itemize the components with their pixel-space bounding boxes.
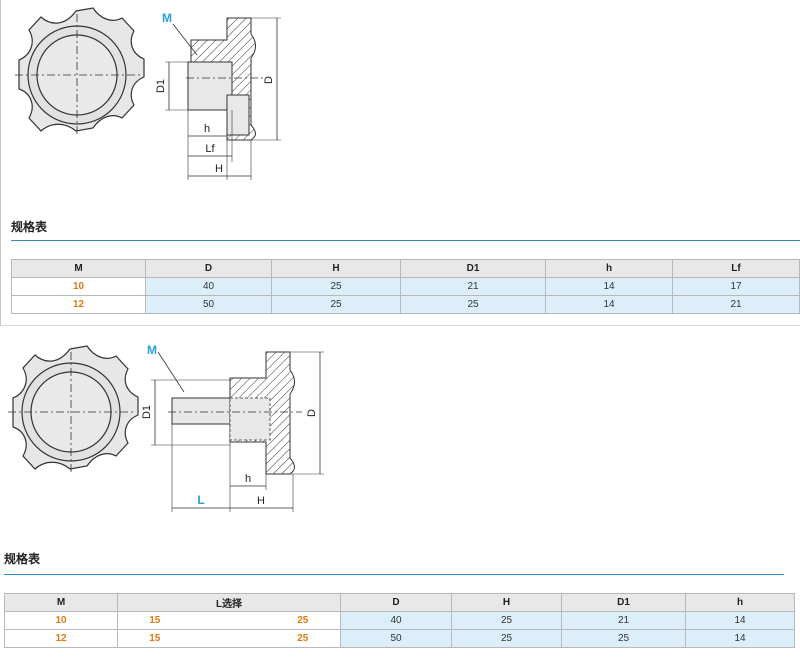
label-m: M <box>147 343 157 357</box>
table-header-row: M D H D1 h Lf <box>11 259 800 278</box>
cell-small-h: 14 <box>545 295 673 314</box>
table-row: 10 40 25 21 14 17 <box>11 277 800 296</box>
label-d1: D1 <box>155 79 167 93</box>
cell-d1: 21 <box>561 611 687 630</box>
cell-small-h: 14 <box>685 629 796 648</box>
label-l: L <box>197 493 204 507</box>
cell-h: 25 <box>451 611 563 630</box>
cell-l-option-2: 25 <box>265 611 342 630</box>
spec-table-2: M L选择 D H D1 h 10 15 25 40 25 21 14 12 1… <box>4 593 796 648</box>
col-header-h: H <box>451 593 563 612</box>
col-header-lf: Lf <box>672 259 800 278</box>
cell-small-h: 14 <box>685 611 796 630</box>
cell-d: 50 <box>340 629 453 648</box>
table-row: 12 50 25 25 14 21 <box>11 295 800 314</box>
knob-front-view <box>8 345 139 474</box>
cell-d1: 25 <box>400 295 546 314</box>
col-header-d: D <box>145 259 272 278</box>
heading-rule-1 <box>11 240 800 241</box>
knob-side-view: M D1 D h Lf H <box>155 11 281 180</box>
cell-h: 25 <box>271 295 401 314</box>
spec-heading-1: 规格表 <box>11 220 48 234</box>
table-header-row: M L选择 D H D1 h <box>4 593 796 612</box>
cell-small-h: 14 <box>545 277 673 296</box>
label-m: M <box>162 11 172 25</box>
cell-spacer <box>191 629 266 648</box>
heading-rule-2 <box>4 574 784 575</box>
cell-m: 12 <box>11 295 146 314</box>
col-header-h: H <box>271 259 401 278</box>
cell-d1: 25 <box>561 629 687 648</box>
col-header-m: M <box>4 593 118 612</box>
col-header-d1: D1 <box>400 259 546 278</box>
cell-h: 25 <box>271 277 401 296</box>
label-d: D <box>263 76 275 84</box>
cell-d: 40 <box>145 277 272 296</box>
cell-l-option-1: 15 <box>117 629 192 648</box>
col-header-l-select: L选择 <box>116 593 342 612</box>
col-header-d: D <box>340 593 453 612</box>
cell-d: 50 <box>145 295 272 314</box>
cell-d: 40 <box>340 611 453 630</box>
spec-section-2: M D1 D h L H 规格表 <box>0 330 800 665</box>
knob-drawing-1: M D1 D h Lf H <box>15 7 281 180</box>
label-h: h <box>204 123 210 135</box>
table-row: 12 15 25 50 25 25 14 <box>4 629 796 648</box>
table-row: 10 15 25 40 25 21 14 <box>4 611 796 630</box>
cell-m: 10 <box>4 611 118 630</box>
col-header-small-h: h <box>685 593 796 612</box>
label-H: H <box>257 495 265 507</box>
col-header-small-h: h <box>545 259 673 278</box>
cell-lf: 21 <box>672 295 800 314</box>
label-d1: D1 <box>141 405 153 419</box>
label-H: H <box>215 163 223 175</box>
cell-l-option-2: 25 <box>265 629 342 648</box>
label-h: h <box>245 473 251 485</box>
label-lf: Lf <box>205 143 215 155</box>
cell-d1: 21 <box>400 277 546 296</box>
cell-m: 12 <box>4 629 118 648</box>
knob-front-view <box>15 7 145 136</box>
label-d: D <box>306 409 318 417</box>
knob-side-view: M D1 D h L H <box>141 343 324 512</box>
cell-spacer <box>191 611 266 630</box>
spec-table-1: M D H D1 h Lf 10 40 25 21 14 17 12 50 25… <box>11 259 800 314</box>
cell-lf: 17 <box>672 277 800 296</box>
cell-l-option-1: 15 <box>117 611 192 630</box>
cell-m: 10 <box>11 277 146 296</box>
spec-heading-2: 规格表 <box>4 552 41 566</box>
col-header-d1: D1 <box>561 593 687 612</box>
knob-drawing-2: M D1 D h L H <box>8 343 324 512</box>
col-header-m: M <box>11 259 146 278</box>
cell-h: 25 <box>451 629 563 648</box>
spec-section-1: M D1 D h Lf H 规格表 <box>0 0 800 326</box>
